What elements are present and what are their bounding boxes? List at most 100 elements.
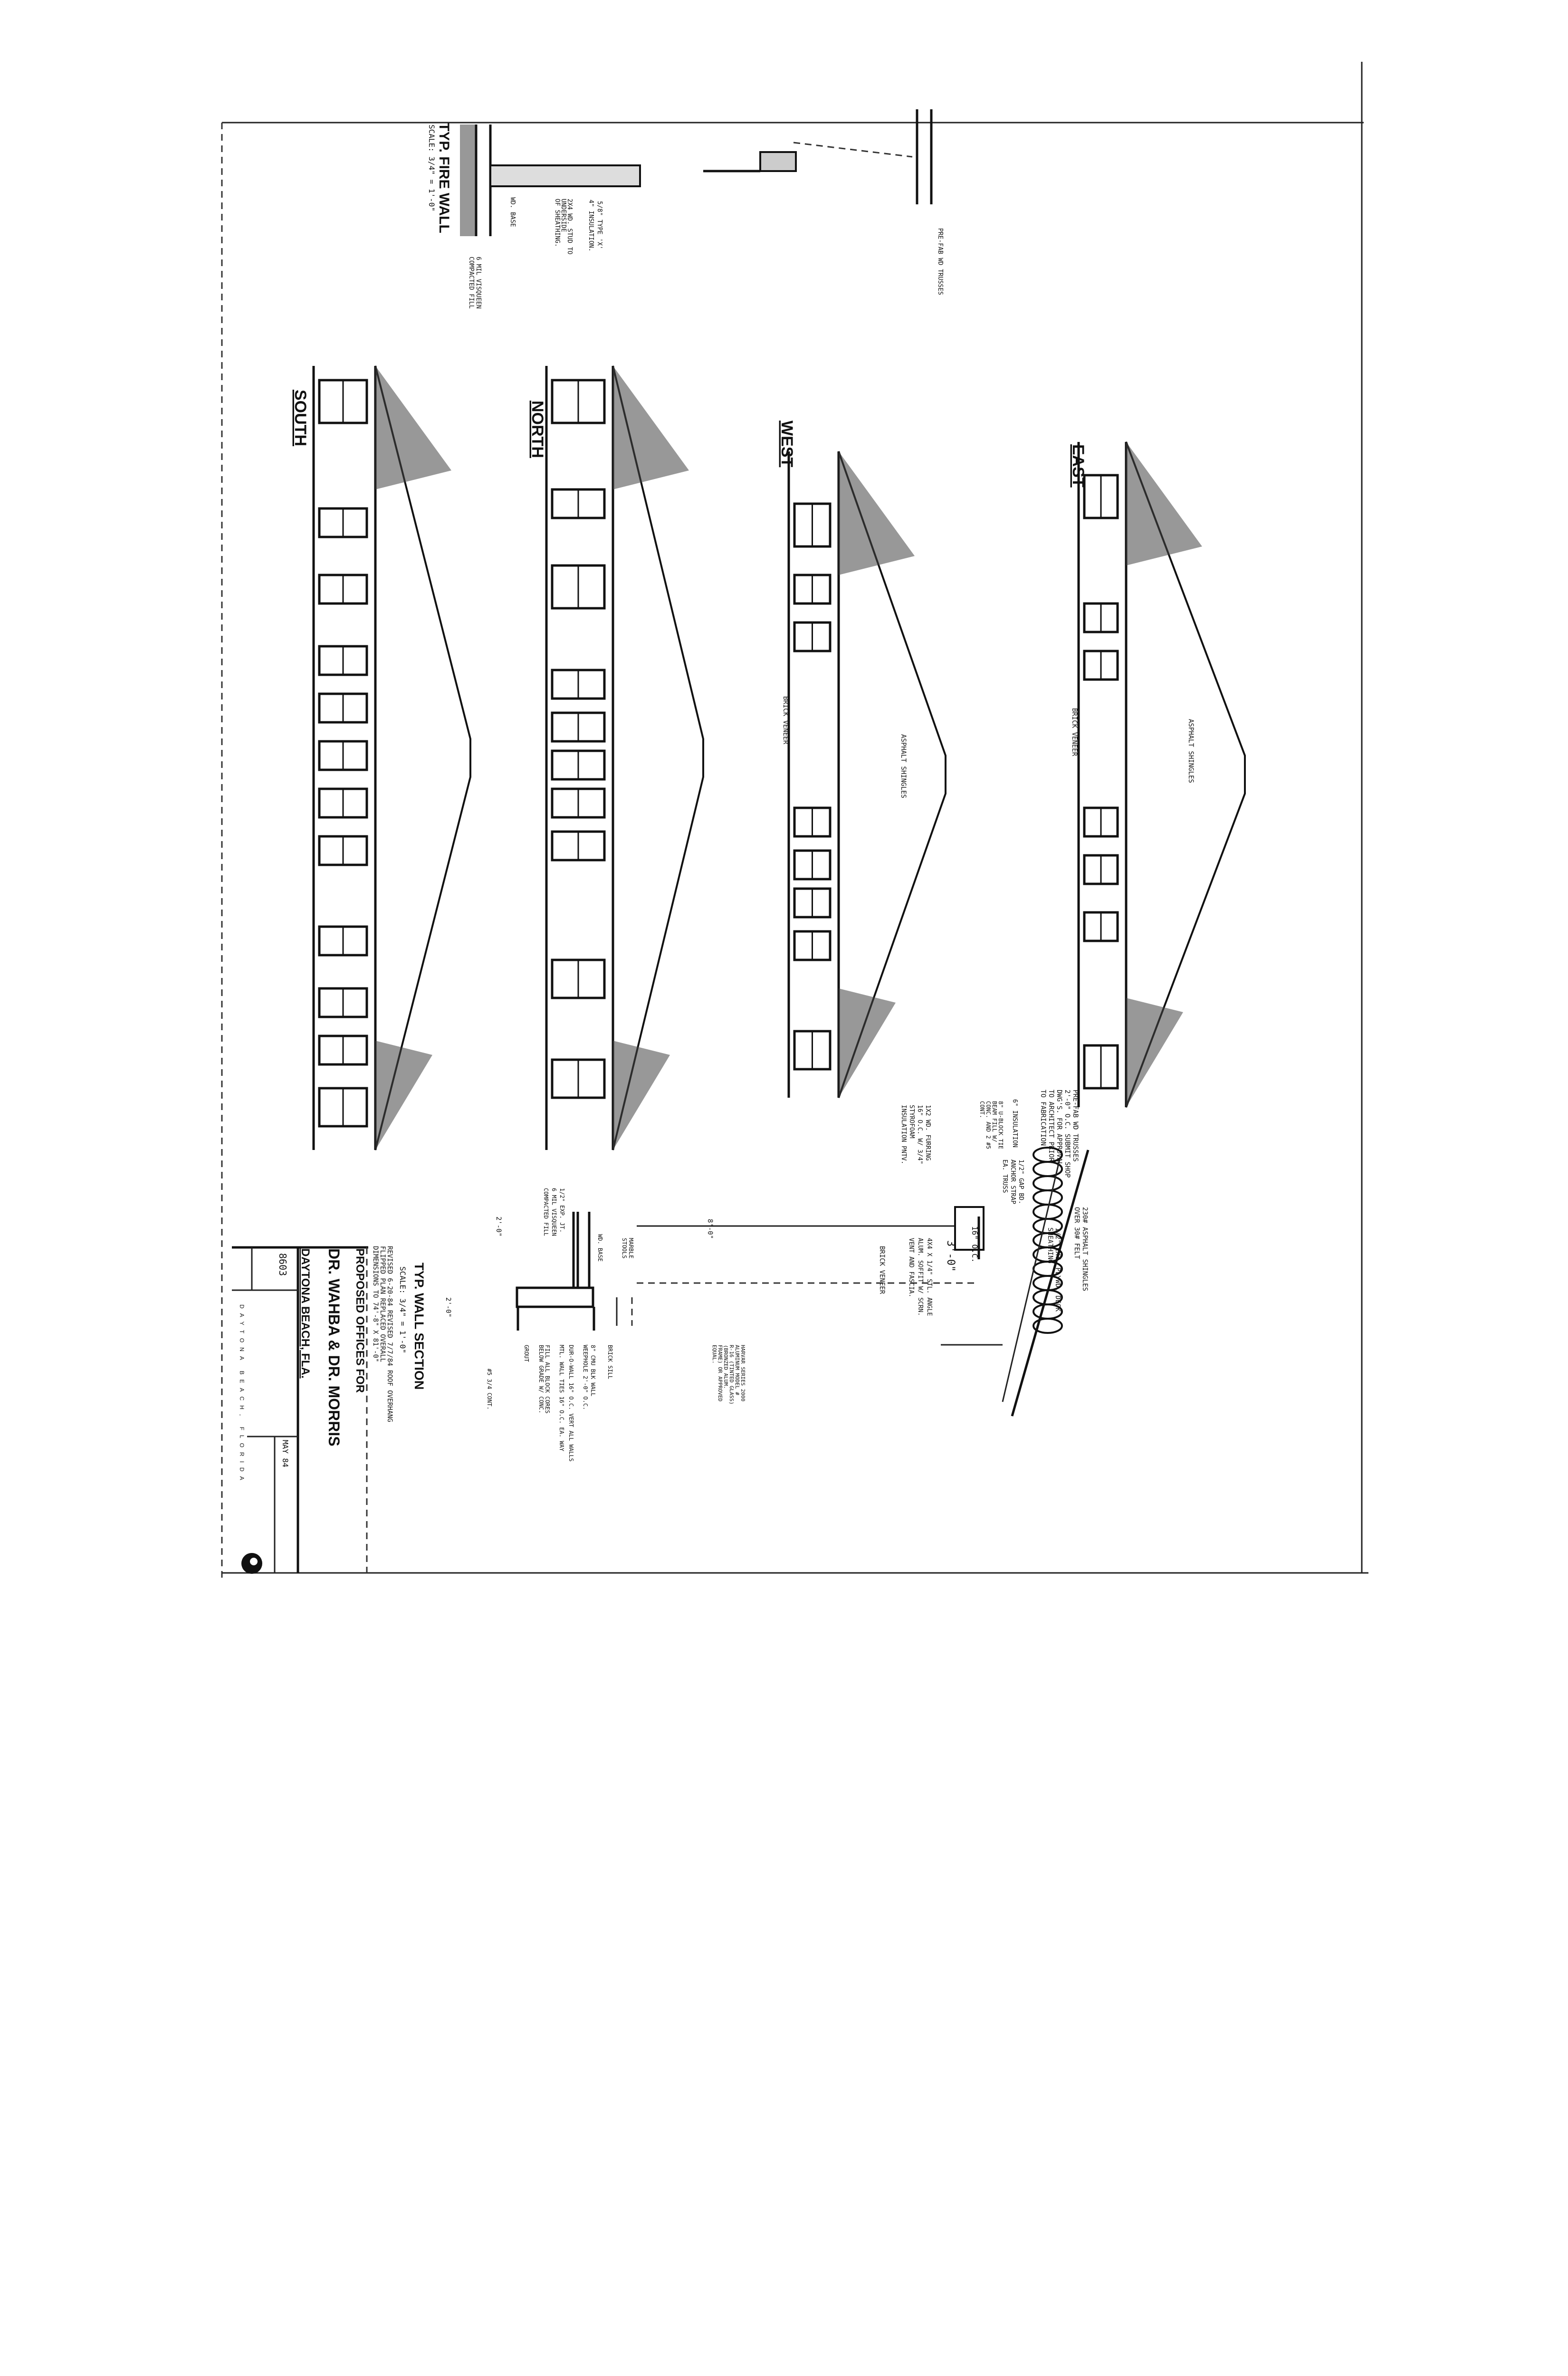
note-brick-veneer: BRICK VENEER (878, 1246, 886, 1294)
fire-wall-detail (460, 109, 933, 236)
fire-wall-title: TYP. FIRE WALL (436, 123, 452, 233)
fire-wall-notes: 5/8" TYPE 'X' 4" INSULATION. 2X4 WD. STU… (468, 197, 944, 309)
wall-section-scale: SCALE: 3/4" = 1'-0" (398, 1266, 407, 1353)
roof (1125, 441, 1246, 1108)
wall-section-detail (516, 1147, 1090, 1417)
roof (374, 365, 471, 1150)
window (1083, 806, 1119, 838)
note-type-x: 5/8" TYPE 'X' (596, 201, 603, 249)
note-furring-2: STYROFOAM (908, 1105, 915, 1139)
note-window-3: (BRONZED ALUM. (723, 1345, 729, 1389)
note-durowall: DUR-O-WALL 16" O.C. VERT ALL WALLS (568, 1345, 574, 1462)
window (318, 835, 368, 866)
project-location: DAYTONA BEACH, FLA. (299, 1248, 312, 1379)
note-overhang: 3'-0" (945, 1240, 956, 1272)
note-spacing: 16" O.C. (970, 1226, 979, 1263)
note-brick-sill: BRICK SILL (607, 1345, 613, 1379)
window (318, 645, 368, 676)
note-tie-beam-3: CONT. (979, 1101, 985, 1118)
note-furring-3: INSULATION PNTV. (900, 1105, 907, 1164)
note-tie-beam-0: 8" U-BLOCK TIE (997, 1101, 1004, 1149)
note-truss: PRE-FAB WD TRUSSES (937, 228, 944, 295)
note-wd-base: WD. BASE (509, 197, 516, 227)
window (793, 621, 832, 652)
window (793, 887, 832, 919)
roof (838, 451, 947, 1098)
window (318, 1035, 368, 1066)
note-fill-1: BELOW GRADE W/ CONC. (538, 1345, 545, 1414)
note-truss-1: 2'-0" O.C. SUBMIT SHOP (1063, 1090, 1071, 1178)
window (1083, 1044, 1119, 1090)
note-furring-0: 1X2 WD. FURRING (924, 1105, 931, 1161)
window (551, 958, 606, 999)
note-sheathing: OF SHEATHING. (554, 199, 561, 247)
note-rebar: #5 3/4 CONT. (486, 1369, 493, 1410)
window (1083, 602, 1119, 633)
note-fill: COMPACTED FILL (468, 257, 475, 309)
note-window-2: R-16 (TINTED GLASS) (728, 1345, 735, 1405)
note-marble-1: STOOLS (621, 1238, 628, 1258)
note-truss-4: TO FABRICATION (1039, 1090, 1047, 1146)
sheet-number: 8603 (277, 1253, 288, 1276)
project-line-2: DR. WAHBA & DR. MORRIS (325, 1248, 343, 1447)
note-anchor-0: 1/2" GAP BD. (1017, 1159, 1024, 1204)
note-shingles-0: 230# ASPHALT SHINGLES (1081, 1207, 1089, 1291)
architectural-sheet: EAST WEST NORTH SOUTH ASPHALT SHINGLES B… (221, 62, 1368, 1578)
window (551, 830, 606, 862)
note-angle-1: ALUM. SOFFIT W/ SCRN. (917, 1238, 924, 1316)
note-deck-1: SHEATHING (1046, 1227, 1054, 1264)
window (793, 849, 832, 881)
note-stud: 2X4 WD. STUD TO (566, 199, 573, 255)
west-shingles-note: ASPHALT SHINGLES (899, 734, 907, 798)
window (1083, 474, 1119, 519)
note-truss-3: TO ARCHITECT PRIOR (1047, 1090, 1055, 1162)
revision-line-2: FLIPPED PLAN REPLACED OVERALL (379, 1246, 386, 1362)
window (318, 987, 368, 1018)
elevation-label-south: SOUTH (291, 390, 309, 446)
window (318, 379, 368, 424)
elevation-label-north: NORTH (528, 401, 546, 458)
note-window-1: ALUMINUM MODEL # (734, 1345, 740, 1395)
elevation-west (787, 451, 947, 1098)
window (318, 925, 368, 957)
window (551, 488, 606, 519)
note-underside: UNDERSIDE (560, 199, 567, 232)
note-weephole: WEEPHOLE 2'-0" O.C. (582, 1345, 589, 1410)
note-truss-2: DWG'S. FOR APPROVAL (1055, 1090, 1063, 1166)
window (318, 740, 368, 771)
firm-city: DAYTONA BEACH, FLORIDA (239, 1304, 245, 1485)
note-exp-jt-2: COMPACTED FILL (543, 1188, 549, 1236)
note-marble-0: MARBLE (628, 1238, 634, 1258)
window (551, 669, 606, 700)
roof (612, 365, 704, 1150)
note-anchor-2: EA. TRUSS (1001, 1159, 1008, 1193)
note-visqueen: 6 MIL VISQUEEN (475, 257, 482, 309)
note-wd-base: WD. BASE (597, 1234, 603, 1262)
note-ties: MTL. WALL TIES 16" O.C. EA. WAY (558, 1345, 565, 1452)
note-angle-2: VENT AND FASCIA. (908, 1238, 915, 1297)
window (1083, 650, 1119, 681)
project-line-1: PROPOSED OFFICES FOR (354, 1248, 366, 1393)
note-height: 8'-0" (706, 1219, 714, 1239)
east-shingles-note: ASPHALT SHINGLES (1187, 719, 1195, 783)
window (793, 574, 832, 605)
note-window-5: EQUAL. (711, 1345, 717, 1364)
fire-wall-scale: SCALE: 3/4" = 1'-0" (427, 125, 436, 211)
window (318, 507, 368, 538)
revision-line-1: REVISED 6-20-84 REVISED 7/7/84 ROOF OVER… (386, 1246, 393, 1422)
elevation-south (312, 365, 471, 1150)
window (793, 1030, 832, 1071)
revision-line-3: DIMENSIONS TO 74'-8" X 81'-0" (372, 1246, 379, 1362)
window (793, 806, 832, 838)
note-window-4: FRAME) OR APPROVED (717, 1345, 723, 1401)
elevation-east (1077, 441, 1246, 1108)
note-shingles-1: OVER 30# FELT (1073, 1207, 1080, 1259)
window (793, 502, 832, 548)
window (551, 711, 606, 743)
elevation-label-west: WEST (778, 421, 796, 467)
title-block (232, 1246, 368, 1574)
window (1083, 854, 1119, 885)
note-fill-0: FILL ALL BLOCK CORES (544, 1345, 551, 1414)
window (318, 692, 368, 724)
